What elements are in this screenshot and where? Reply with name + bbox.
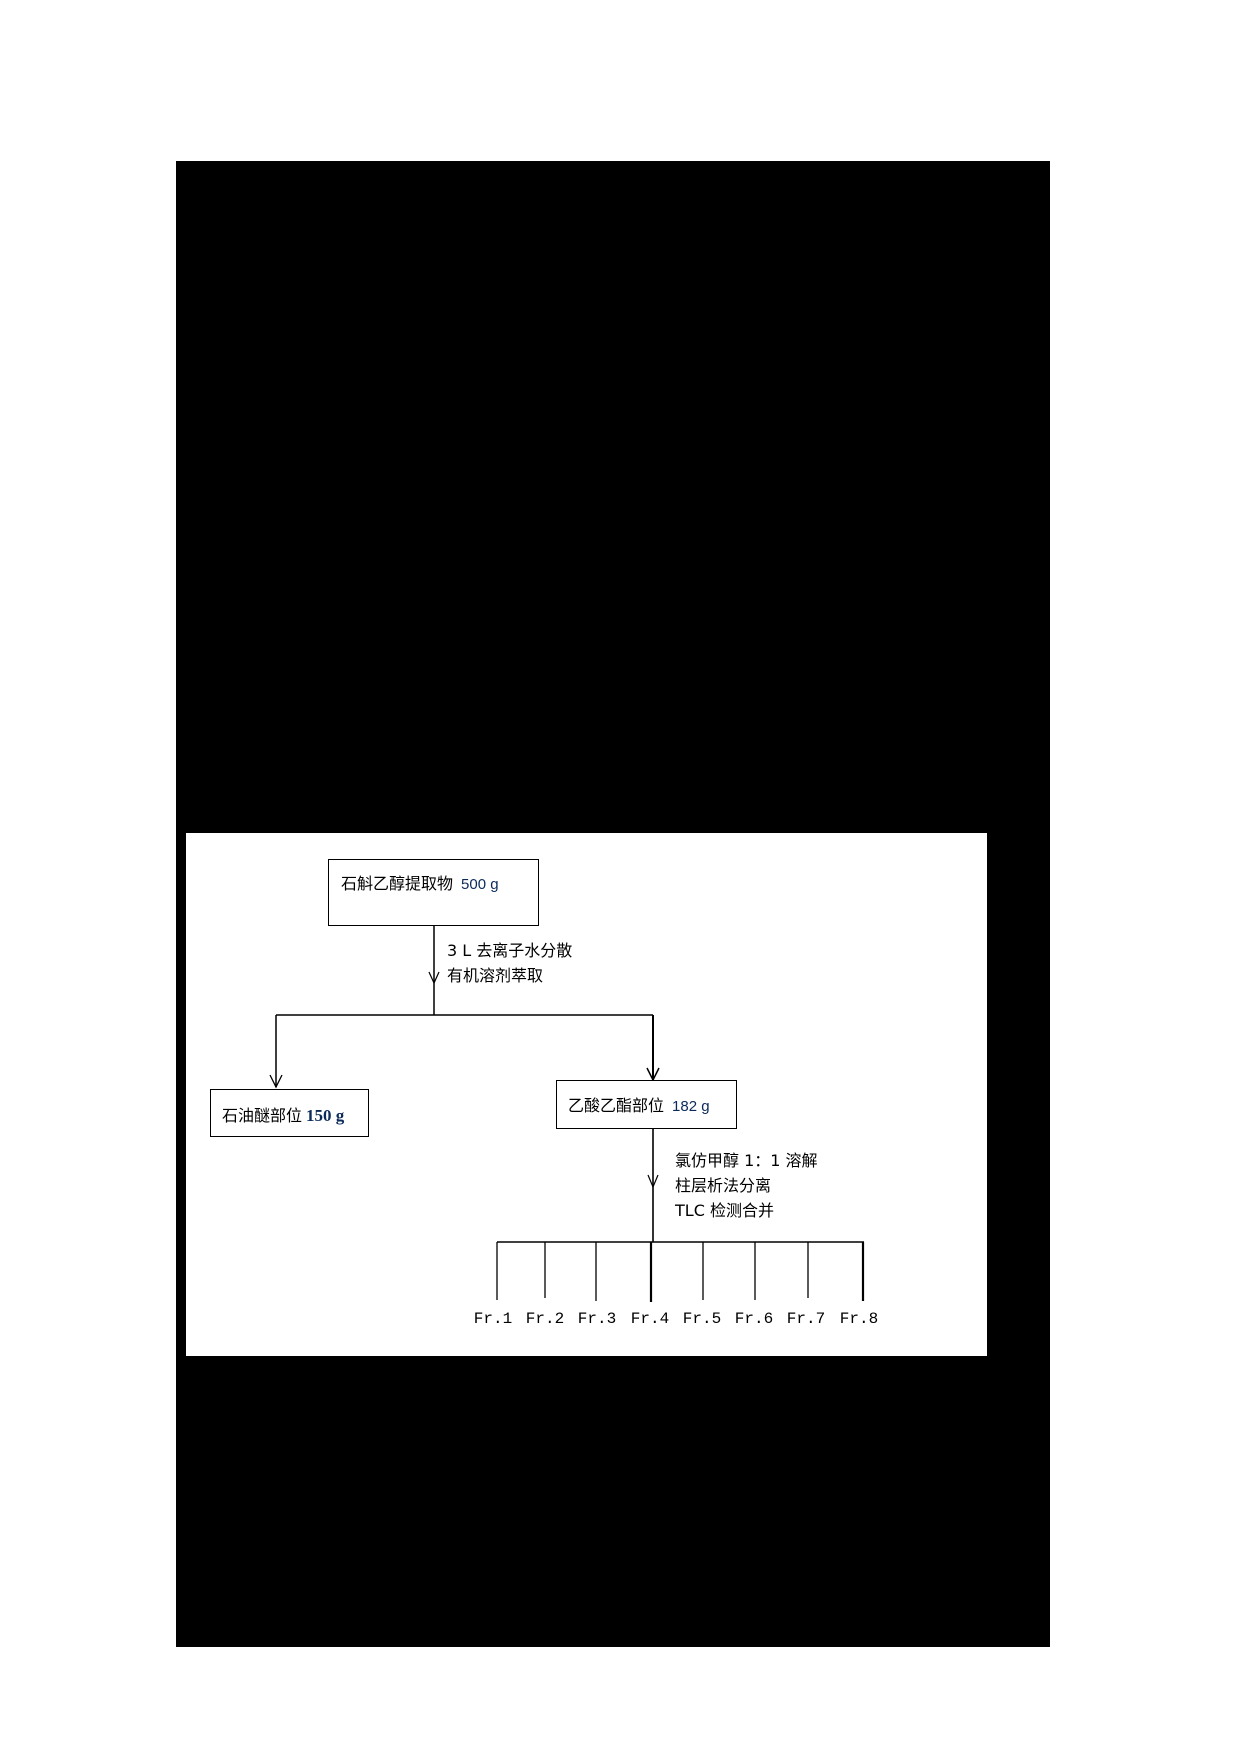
step2-line-column-chromatography: 柱层析法分离: [675, 1176, 772, 1195]
step1-line-dispersion: 3 L 去离子水分散: [447, 941, 573, 960]
node-label: 石斛乙醇提取物: [341, 874, 454, 893]
node-ethyl-acetate-text: 乙酸乙酯部位 182 g: [568, 1092, 710, 1116]
node-ethanol-extract-text: 石斛乙醇提取物 500 g: [341, 870, 499, 894]
node-ethanol-extract: 石斛乙醇提取物 500 g: [328, 859, 539, 926]
fraction-label-1: Fr.1: [473, 1310, 513, 1328]
node-label: 乙酸乙酯部位: [568, 1096, 665, 1115]
step1-line-extraction: 有机溶剂萃取: [447, 966, 544, 985]
step2-line-dissolve: 氯仿甲醇 1：1 溶解: [675, 1151, 818, 1170]
fraction-label-4: Fr.4: [630, 1310, 670, 1328]
node-mass: 500 g: [461, 876, 499, 893]
fraction-label-6: Fr.6: [734, 1310, 774, 1328]
fraction-label-5: Fr.5: [682, 1310, 722, 1328]
step2-note: 氯仿甲醇 1：1 溶解 柱层析法分离 TLC 检测合并: [675, 1148, 818, 1223]
step1-note: 3 L 去离子水分散 有机溶剂萃取: [447, 938, 572, 988]
fraction-label-3: Fr.3: [577, 1310, 617, 1328]
node-ethyl-acetate-fraction: 乙酸乙酯部位 182 g: [556, 1080, 737, 1129]
fraction-label-8: Fr.8: [839, 1310, 879, 1328]
step2-line-tlc-merge: TLC 检测合并: [675, 1201, 774, 1220]
node-mass: 182 g: [672, 1098, 710, 1115]
node-label: 石油醚部位: [222, 1106, 303, 1125]
fraction-label-7: Fr.7: [786, 1310, 826, 1328]
fraction-label-2: Fr.2: [525, 1310, 565, 1328]
node-mass: 150 g: [306, 1106, 345, 1125]
